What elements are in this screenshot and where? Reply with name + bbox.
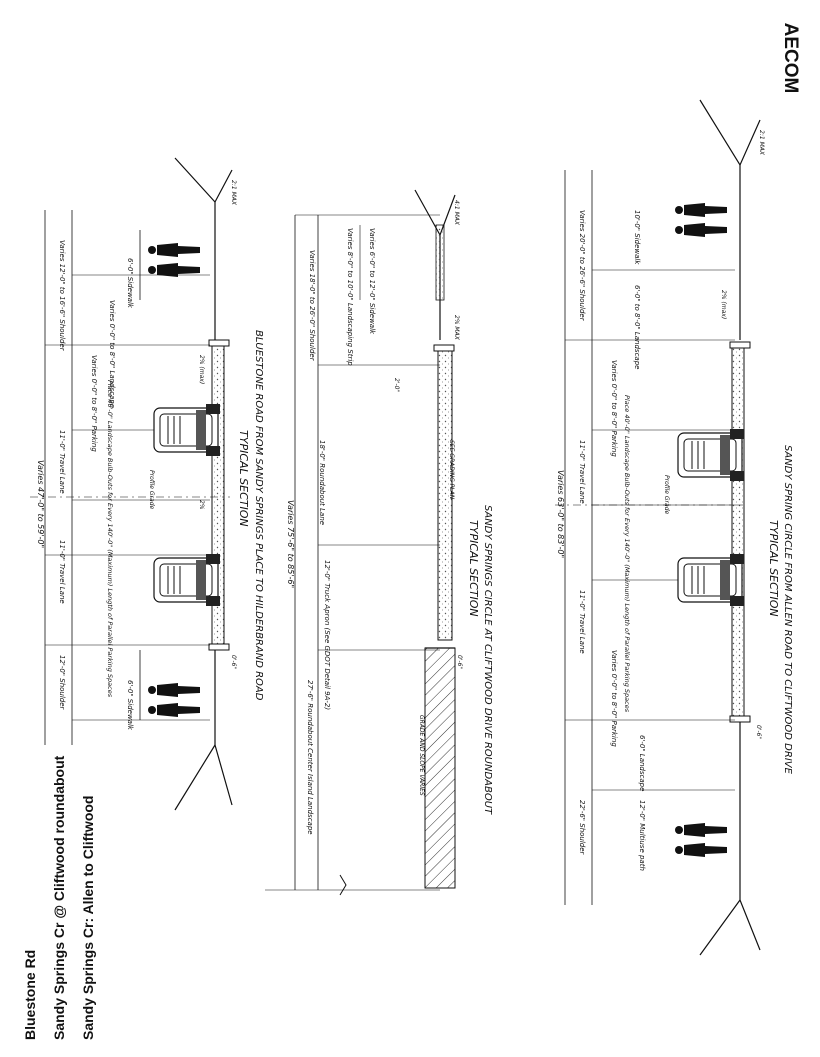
overall-width: Varies 47'-0" to 59'-0" — [36, 460, 45, 548]
dim-label: 11'-0" Travel Lane — [58, 430, 66, 494]
dim-label: Varies 6'-0" to 12'-0" Sidewalk — [368, 228, 376, 335]
section-bluestone: Varies 12'-0" to 16'-6" Shoulder 6'-0" S… — [30, 157, 264, 811]
pavement — [731, 347, 745, 717]
dim-label: Varies 18'-0" to 26'-0" Shoulder — [308, 250, 316, 362]
note-slope: 2:1 MAX — [758, 130, 765, 156]
center-island-hatch — [424, 647, 456, 889]
dim-label: 6'-0" to 8'-0" Landscape — [633, 285, 641, 369]
note-dim: 0'-6" — [230, 655, 237, 669]
dim-label: Varies 0'-0" to 8'-0" Parking — [90, 355, 98, 452]
dim-label: 12'-0" Truck Apron (See GDOT Detail 9A-2… — [323, 560, 331, 710]
note-bulbouts: Place 40'-0" Landscape Bulb-Outs for Eve… — [106, 380, 114, 698]
dim-label: 6'-0" Landscape — [638, 735, 646, 791]
note-dim: 2'-0" — [393, 378, 400, 392]
note-slope: 4:1 MAX — [453, 200, 460, 226]
note-dim: 0'-6" — [755, 725, 762, 739]
car-icon — [677, 428, 745, 482]
dim-label: 11'-0" Travel Lane — [578, 440, 586, 504]
pedestrian-icon — [675, 203, 727, 217]
pedestrian-icon — [675, 823, 727, 837]
dim-label: Varies 0'-0" to 8'-0" Parking — [610, 360, 618, 457]
dim-label: 6'-0" Sidewalk — [126, 258, 134, 309]
pedestrian-icon — [148, 703, 200, 717]
dim-label: 11'-0" Travel Lane — [578, 590, 586, 654]
note-profile: Profile Grade — [663, 475, 670, 514]
note-slope: 2:1 MAX — [230, 180, 237, 206]
dim-label: Varies 8'-0" to 10'-0" Landscaping Strip — [346, 228, 354, 366]
dim-label: 22'-6" Shoulder — [578, 800, 586, 856]
section-title: TYPICAL SECTION — [237, 430, 250, 527]
section-title: TYPICAL SECTION — [467, 520, 480, 617]
car-icon — [677, 553, 745, 607]
note-grade: 2% (max) — [720, 290, 727, 319]
pedestrian-icon — [148, 243, 200, 257]
note-grade: 2% — [198, 500, 205, 510]
car-icon — [153, 553, 221, 607]
dim-label: 12'-0" Multiuse path — [638, 800, 646, 871]
slope-line — [174, 157, 233, 204]
note-bulbouts: Place 40'-0" Landscape Bulb-Outs for Eve… — [623, 395, 631, 713]
dim-label: 6'-0" Sidewalk — [126, 680, 134, 731]
section-roundabout: Varies 18'-0" to 26'-0" Shoulder Varies … — [265, 189, 493, 896]
dim-label: 10'-0" Sidewalk — [633, 210, 641, 265]
section-subtitle: SANDY SPRINGS CIRCLE AT CLIFTWOOD DRIVE … — [482, 505, 493, 815]
section-title: TYPICAL SECTION — [767, 520, 780, 617]
note-grading: SEE GRADING PLAN — [448, 440, 455, 500]
dim-label: 11'-0" Travel Lane — [58, 540, 66, 604]
dim-label: 12'-0" Shoulder — [58, 655, 66, 711]
note-grade: 2% MAX — [453, 315, 460, 341]
slope-line — [174, 743, 233, 811]
dim-label: Varies 20'-0" to 26'-6" Shoulder — [578, 210, 586, 322]
section-subtitle: BLUESTONE ROAD FROM SANDY SPRINGS PLACE … — [253, 330, 264, 701]
note-grade-varies: GRADE AND SLOPE VARIES — [418, 715, 425, 796]
section-subtitle: SANDY SPRING CIRCLE FROM ALLEN ROAD TO C… — [782, 445, 793, 775]
dim-label: 18'-0" Roundabout Lane — [318, 440, 326, 525]
pedestrian-icon — [675, 843, 727, 857]
overall-width: Varies 63'-0" to 83'-0" — [556, 470, 565, 558]
section-allen-cliftwood: Varies 20'-0" to 26'-6" Shoulder 10'-0" … — [555, 99, 793, 956]
dim-label: 27'-6" Roundabout Center Island Landscap… — [306, 680, 314, 835]
car-icon — [153, 403, 221, 457]
note-grade: 2% (max) — [198, 355, 205, 384]
dim-label: Varies 0'-0" to 8'-0" Landscape — [108, 300, 116, 408]
pedestrian-icon — [148, 683, 200, 697]
note-profile: Profile Grade — [148, 470, 155, 509]
dim-label: Varies 0'-0" to 8'-0" Parking — [610, 650, 618, 747]
pedestrian-icon — [675, 223, 727, 237]
note-dim: 0'-6" — [456, 655, 463, 669]
overall-width: Varies 75'-6" to 85'-6" — [286, 500, 295, 588]
dim-label: Varies 12'-0" to 16'-6" Shoulder — [58, 240, 66, 352]
